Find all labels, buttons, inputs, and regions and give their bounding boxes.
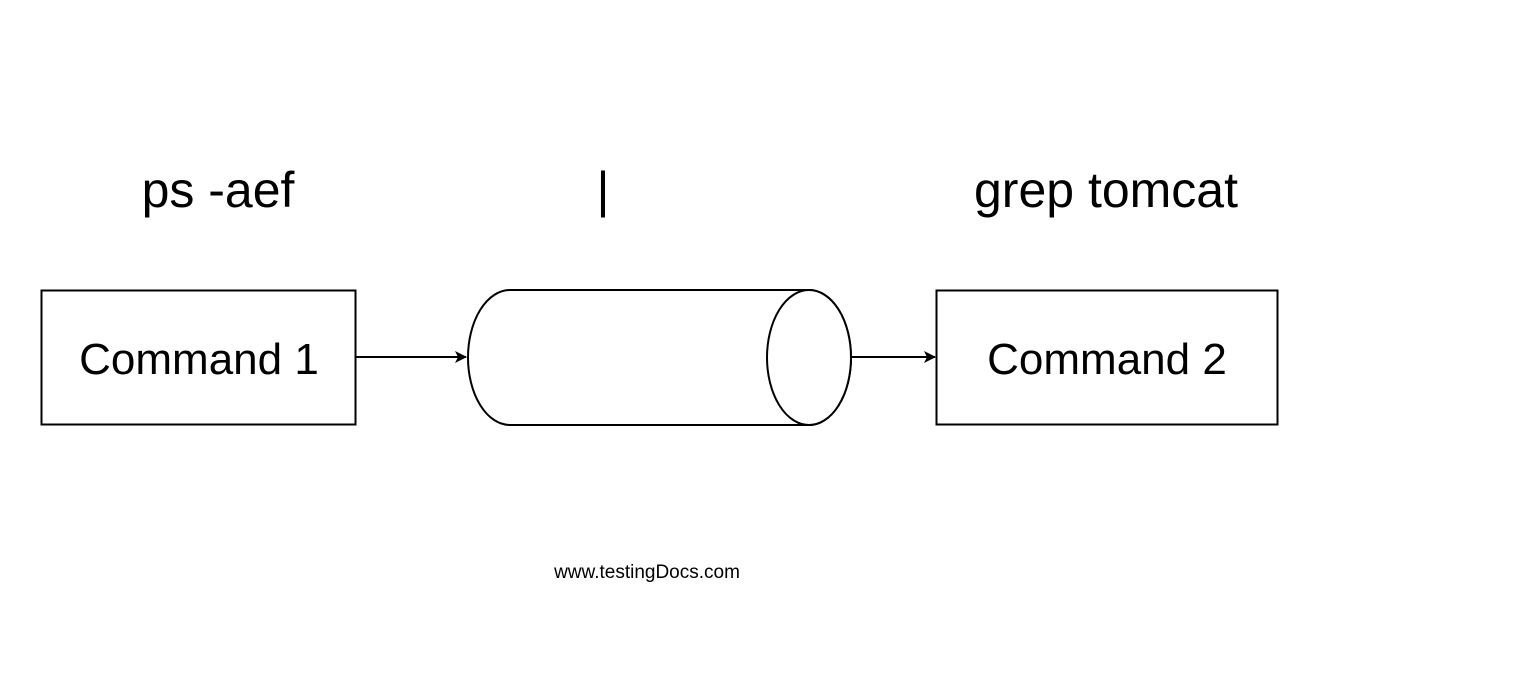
pipe-cylinder [467,289,852,426]
command2-node: Command 2 [935,289,1279,426]
command2-node-text: Command 2 [987,335,1227,384]
watermark: www.testingDocs.com [553,562,740,583]
command1-node: Command 1 [40,289,357,426]
pipe-symbol-label: | [597,162,610,218]
command2-label: grep tomcat [974,162,1238,218]
command1-node-text: Command 1 [79,335,319,384]
command1-label: ps -aef [142,162,295,218]
